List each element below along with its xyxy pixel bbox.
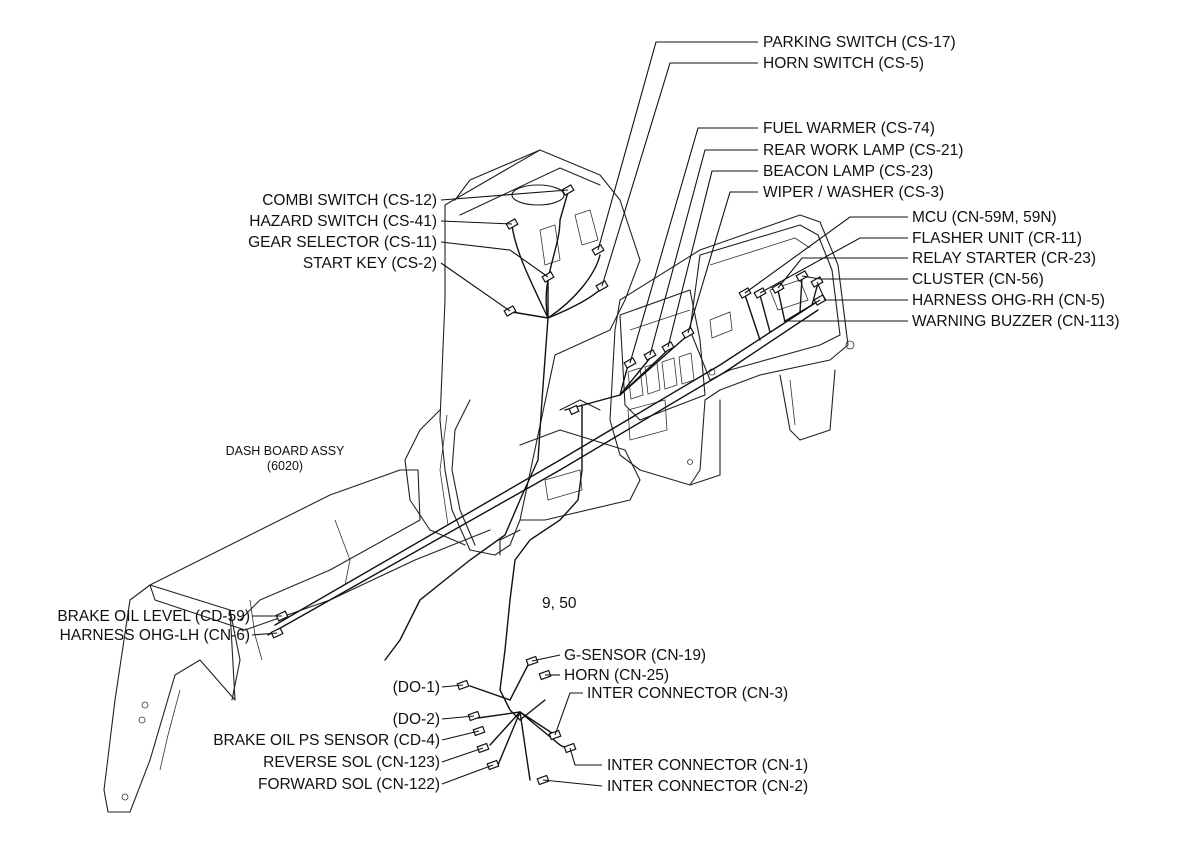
label-cluster: CLUSTER (CN-56): [912, 271, 1044, 288]
label-mcu: MCU (CN-59M, 59N): [912, 209, 1057, 226]
label-reverse-sol: REVERSE SOL (CN-123): [263, 754, 440, 771]
label-assembly-name: DASH BOARD ASSY: [226, 444, 345, 458]
label-beacon-lamp: BEACON LAMP (CS-23): [763, 163, 933, 180]
label-harness-ohg-lh: HARNESS OHG-LH (CN-6): [60, 627, 250, 644]
label-g-sensor: G-SENSOR (CN-19): [564, 647, 706, 664]
dashboard-body: [103, 149, 855, 813]
label-parking-switch: PARKING SWITCH (CS-17): [763, 34, 956, 51]
label-warning-buzzer: WARNING BUZZER (CN-113): [912, 313, 1120, 330]
label-do-2: (DO-2): [393, 711, 440, 728]
label-start-key: START KEY (CS-2): [303, 255, 437, 272]
label-flasher-unit: FLASHER UNIT (CR-11): [912, 230, 1082, 247]
label-combi-switch: COMBI SWITCH (CS-12): [262, 192, 437, 209]
label-brake-oil-level: BRAKE OIL LEVEL (CD-59): [57, 608, 250, 625]
label-inter-connector-cn1: INTER CONNECTOR (CN-1): [607, 757, 808, 774]
label-wiper-washer: WIPER / WASHER (CS-3): [763, 184, 944, 201]
label-hazard-switch: HAZARD SWITCH (CS-41): [249, 213, 437, 230]
label-inter-connector-cn3: INTER CONNECTOR (CN-3): [587, 685, 788, 702]
label-brake-oil-ps-sensor: BRAKE OIL PS SENSOR (CD-4): [213, 732, 440, 749]
label-harness-ref: 9, 50: [542, 595, 577, 612]
label-inter-connector-cn2: INTER CONNECTOR (CN-2): [607, 778, 808, 795]
label-fuel-warmer: FUEL WARMER (CS-74): [763, 120, 935, 137]
connector-hazard-switch: [505, 218, 519, 230]
label-harness-ohg-rh: HARNESS OHG-RH (CN-5): [912, 292, 1105, 309]
label-relay-starter: RELAY STARTER (CR-23): [912, 250, 1096, 267]
label-forward-sol: FORWARD SOL (CN-122): [258, 776, 440, 793]
label-horn: HORN (CN-25): [564, 667, 669, 684]
leader-lines: [251, 41, 908, 787]
label-gear-selector: GEAR SELECTOR (CS-11): [248, 234, 437, 251]
label-rear-work-lamp: REAR WORK LAMP (CS-21): [763, 142, 963, 159]
label-do-1: (DO-1): [393, 679, 440, 696]
labels: PARKING SWITCH (CS-17) HORN SWITCH (CS-5…: [57, 34, 1119, 795]
label-horn-switch: HORN SWITCH (CS-5): [763, 55, 924, 72]
label-assembly-code: (6020): [267, 459, 303, 473]
connector-panel-left: [568, 404, 580, 416]
